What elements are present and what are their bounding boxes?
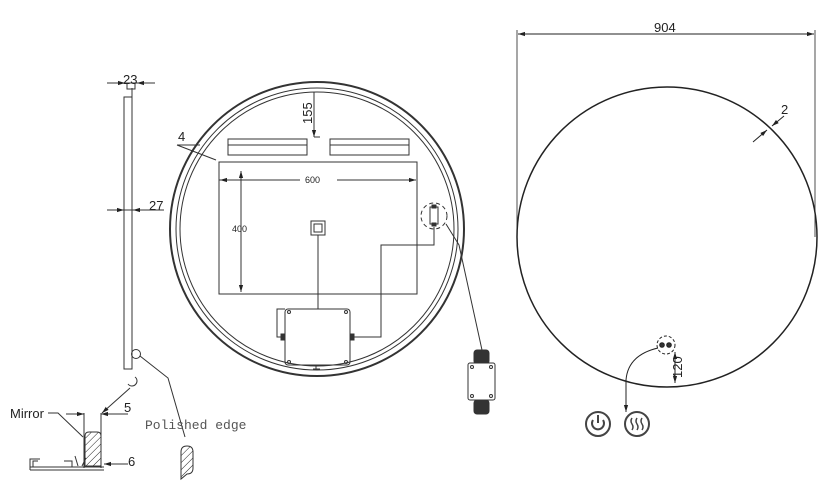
mirror-label: Mirror <box>10 406 45 421</box>
side-view <box>101 80 186 438</box>
mirror-edge-detail <box>29 411 194 481</box>
dim-23: 23 <box>123 72 137 87</box>
dim-4: 4 <box>178 129 185 144</box>
dim-600: 600 <box>305 175 320 185</box>
dim-5: 5 <box>124 400 131 415</box>
front-view <box>516 30 818 412</box>
back-view <box>169 81 483 377</box>
dim-904: 904 <box>654 20 676 35</box>
dim-27: 27 <box>149 198 163 213</box>
junction-box <box>467 349 496 415</box>
dim-6: 6 <box>128 454 135 469</box>
dim-400: 400 <box>232 224 247 234</box>
dim-120: 120 <box>670 356 685 378</box>
polished-edge-label: Polished edge <box>145 418 246 433</box>
dim-2: 2 <box>781 102 788 117</box>
dim-155: 155 <box>300 102 315 124</box>
defog-heat-icon <box>624 411 650 437</box>
power-icon <box>585 411 611 437</box>
